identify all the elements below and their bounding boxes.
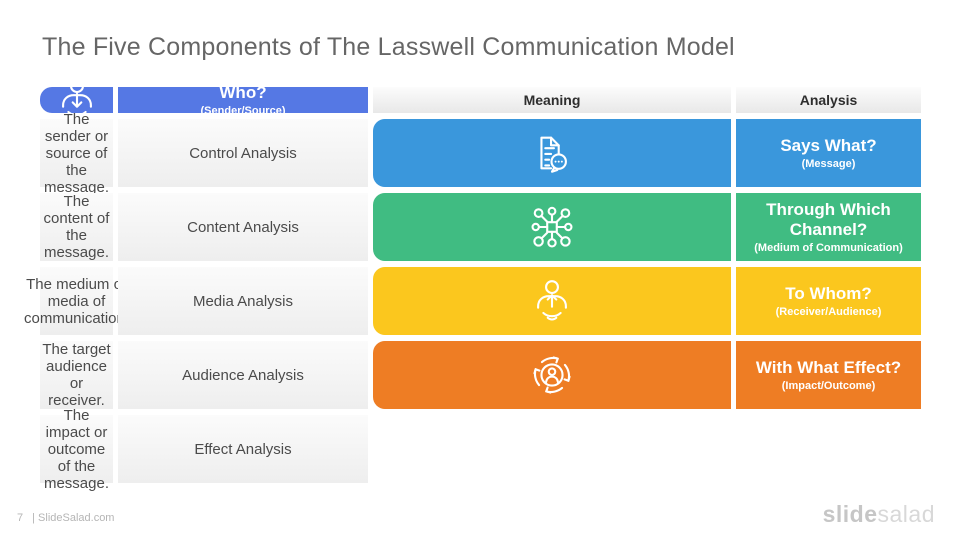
row-label-to-whom: To Whom? (Receiver/Audience) — [736, 267, 921, 335]
footer: 7 | SlideSalad.com — [17, 512, 114, 524]
analysis-cell: Content Analysis — [118, 193, 368, 261]
row-question: With What Effect? — [755, 358, 902, 378]
row-subtitle: (Message) — [801, 157, 856, 170]
row-question: To Whom? — [785, 284, 872, 304]
network-channel-icon — [373, 193, 731, 261]
meaning-cell: The impact or outcome of the message. — [40, 407, 113, 492]
receiver-person-icon — [373, 267, 731, 335]
row-subtitle: (Receiver/Audience) — [775, 305, 882, 318]
analysis-cell: Audience Analysis — [118, 341, 368, 409]
meaning-cell: The target audience or receiver. — [40, 341, 113, 409]
analysis-cell: Media Analysis — [118, 267, 368, 335]
meaning-cell: The content of the message. — [40, 193, 113, 261]
effect-cycle-icon — [373, 341, 731, 409]
row-question: Says What? — [780, 136, 877, 156]
page-number: 7 — [17, 512, 24, 524]
column-header-analysis: Analysis — [736, 87, 921, 113]
meaning-cell: The sender or source of the message. — [40, 111, 113, 196]
page-title: The Five Components of The Lasswell Comm… — [42, 33, 735, 61]
row-subtitle: (Impact/Outcome) — [781, 379, 876, 392]
lasswell-table: Meaning Analysis Who? (Sender/Source) Th… — [24, 79, 921, 492]
row-label-says-what: Says What? (Message) — [736, 119, 921, 187]
column-header-meaning: Meaning — [373, 87, 731, 113]
row-question: Through Which Channel? — [766, 200, 891, 239]
slidesalad-logo: slidesalad — [823, 501, 935, 528]
row-subtitle: (Medium of Communication) — [754, 241, 903, 254]
footer-site-label: | SlideSalad.com — [32, 512, 115, 524]
analysis-cell: Effect Analysis — [118, 415, 368, 483]
analysis-cell: Control Analysis — [118, 119, 368, 187]
meaning-cell: The medium or media of communication. — [24, 267, 129, 335]
row-label-channel: Through Which Channel? (Medium of Commun… — [736, 193, 921, 261]
row-question: Who? — [219, 83, 267, 103]
row-label-who: Who? (Sender/Source) — [118, 83, 368, 117]
logo-text-slide: slide — [822, 501, 878, 527]
logo-text-salad: salad — [877, 501, 935, 527]
sender-person-icon — [40, 79, 113, 120]
message-document-icon — [373, 119, 731, 187]
row-subtitle: (Sender/Source) — [200, 104, 286, 117]
row-label-effect: With What Effect? (Impact/Outcome) — [736, 341, 921, 409]
